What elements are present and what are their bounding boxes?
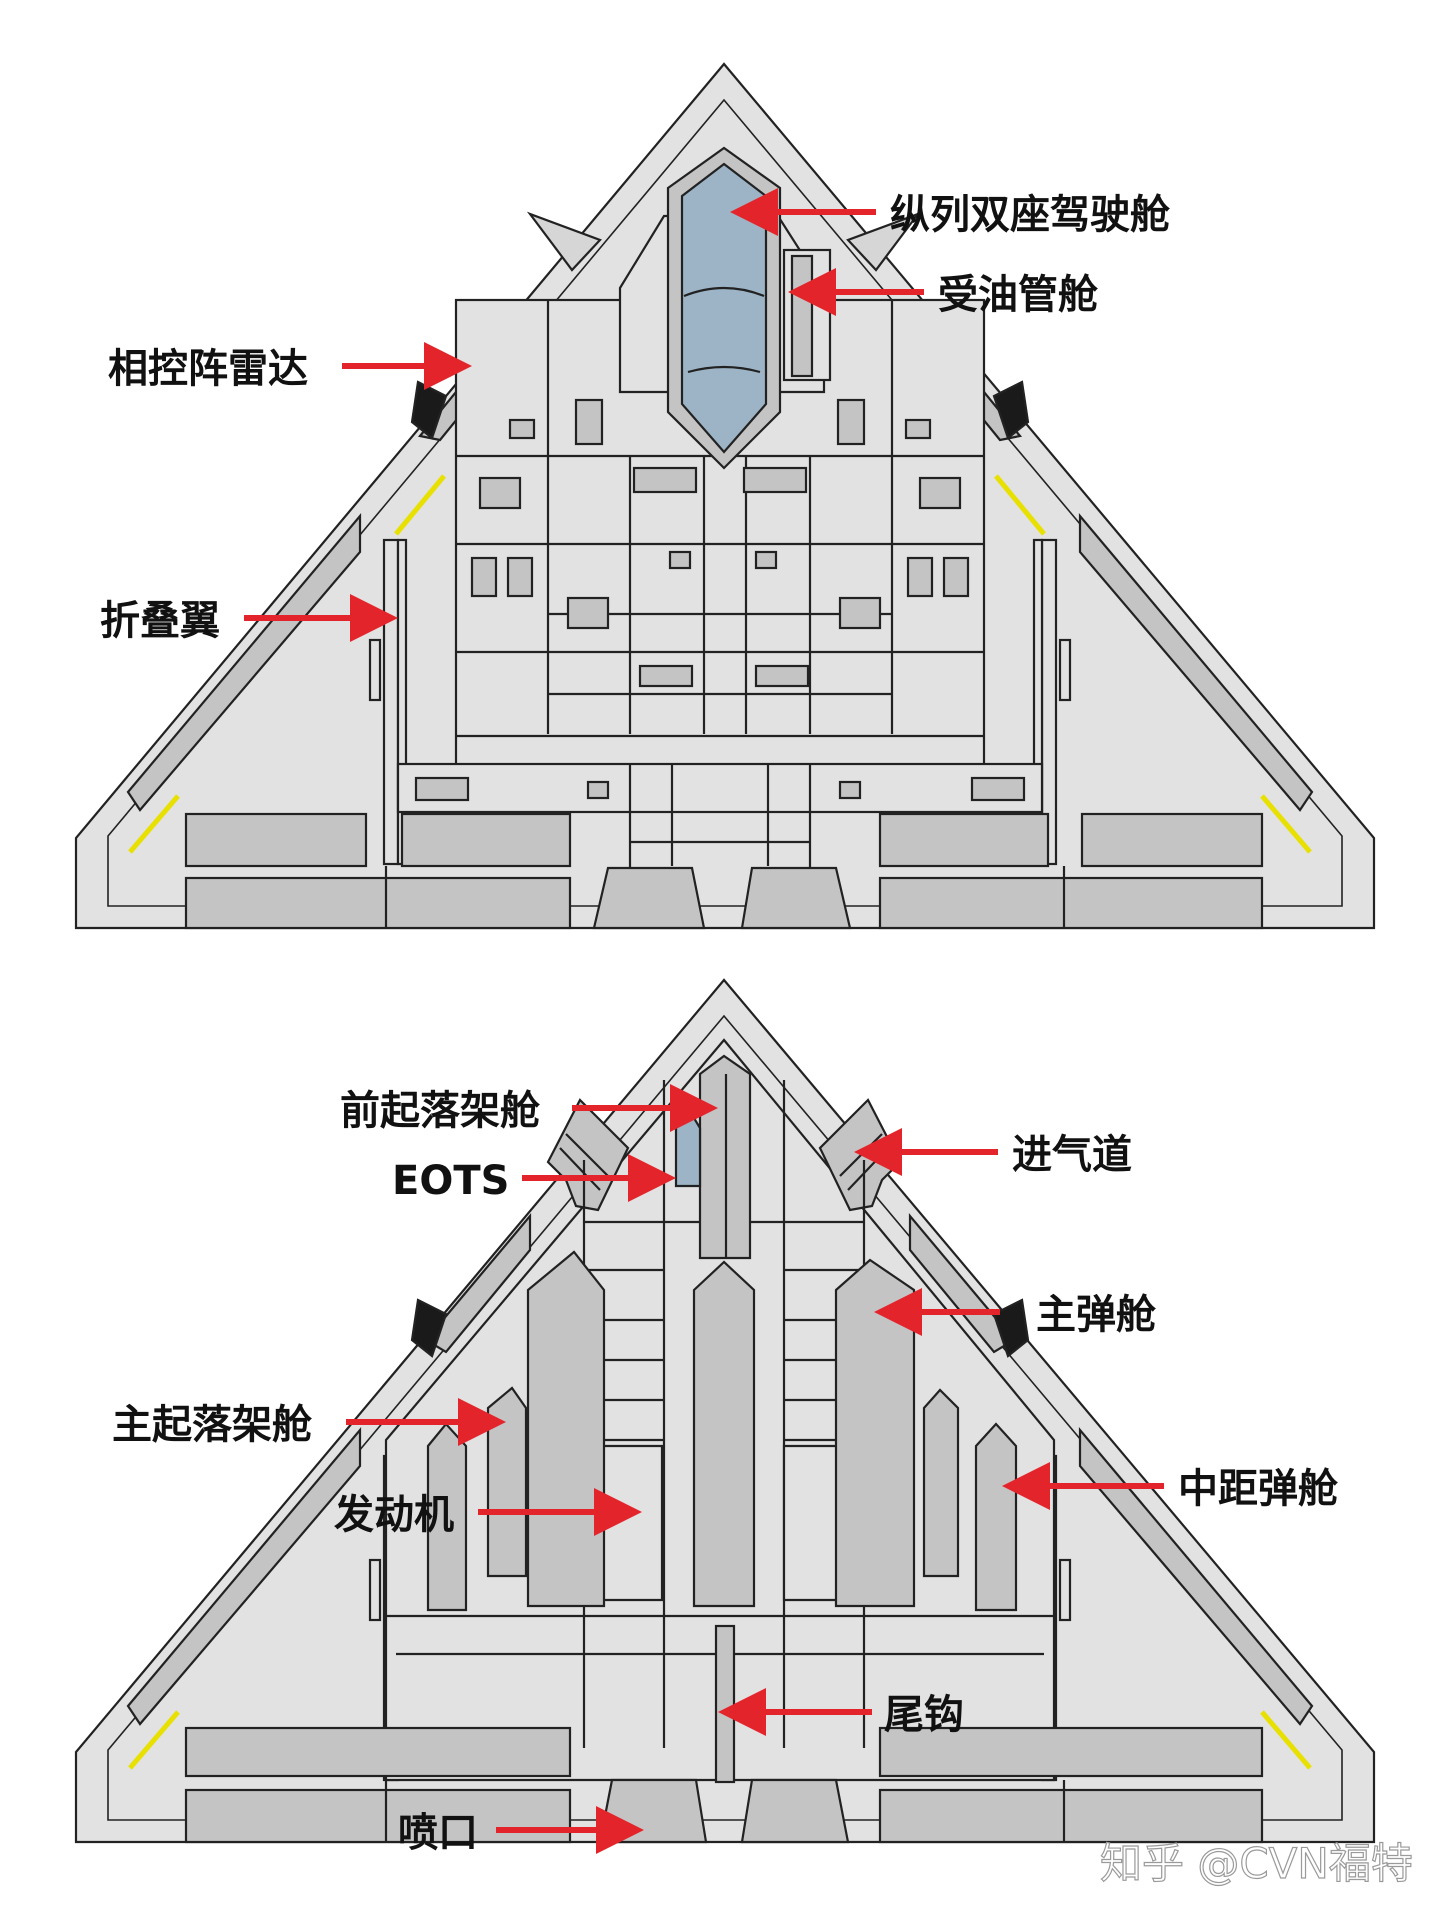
label-main-weapon-bay: 主弹舱 bbox=[1036, 1292, 1156, 1338]
top-left-nozzle bbox=[592, 866, 706, 930]
center-weapon-bay bbox=[692, 1260, 756, 1608]
mid-range-bay-right bbox=[974, 1422, 1018, 1612]
label-cockpit: 纵列双座驾驶舱 bbox=[890, 192, 1170, 238]
bottom-right-nozzle bbox=[740, 1778, 850, 1844]
canopy-glass bbox=[680, 162, 768, 454]
left-wing-fold-line bbox=[382, 538, 400, 866]
label-refuel-bay: 受油管舱 bbox=[938, 272, 1098, 318]
label-engine: 发动机 bbox=[334, 1492, 454, 1538]
main-weapon-bay-right bbox=[834, 1258, 916, 1608]
label-folding-wing: 折叠翼 bbox=[100, 598, 220, 644]
left-radar-sensor bbox=[410, 380, 448, 440]
bottom-view-aircraft bbox=[74, 978, 1376, 1844]
label-nose-gear-bay: 前起落架舱 bbox=[340, 1088, 540, 1134]
top-view-aircraft bbox=[74, 62, 1376, 930]
callout-arrows bbox=[244, 188, 1164, 1854]
right-radar-sensor bbox=[992, 380, 1030, 440]
tail-hook bbox=[714, 1624, 736, 1784]
label-eots: EOTS bbox=[392, 1158, 509, 1204]
callout-labels: 纵列双座驾驶舱 受油管舱 相控阵雷达 折叠翼 前起落架舱 EOTS 进气道 主弹… bbox=[100, 192, 1338, 1856]
label-tail-hook: 尾钩 bbox=[884, 1692, 964, 1738]
main-gear-bay-left bbox=[486, 1386, 528, 1578]
main-gear-bay-right bbox=[922, 1388, 960, 1578]
label-radar: 相控阵雷达 bbox=[108, 346, 308, 392]
label-main-gear-bay: 主起落架舱 bbox=[112, 1402, 312, 1448]
main-weapon-bay-left bbox=[526, 1250, 606, 1608]
label-intake: 进气道 bbox=[1012, 1132, 1132, 1178]
watermark: 知乎 @CVN福特 bbox=[1100, 1839, 1413, 1888]
label-mid-range-bay: 中距弹舱 bbox=[1178, 1466, 1338, 1512]
refuel-bay-door bbox=[790, 254, 814, 378]
top-right-nozzle bbox=[740, 866, 852, 930]
mid-range-bay-left bbox=[426, 1422, 468, 1612]
label-nozzle: 喷口 bbox=[398, 1810, 478, 1856]
